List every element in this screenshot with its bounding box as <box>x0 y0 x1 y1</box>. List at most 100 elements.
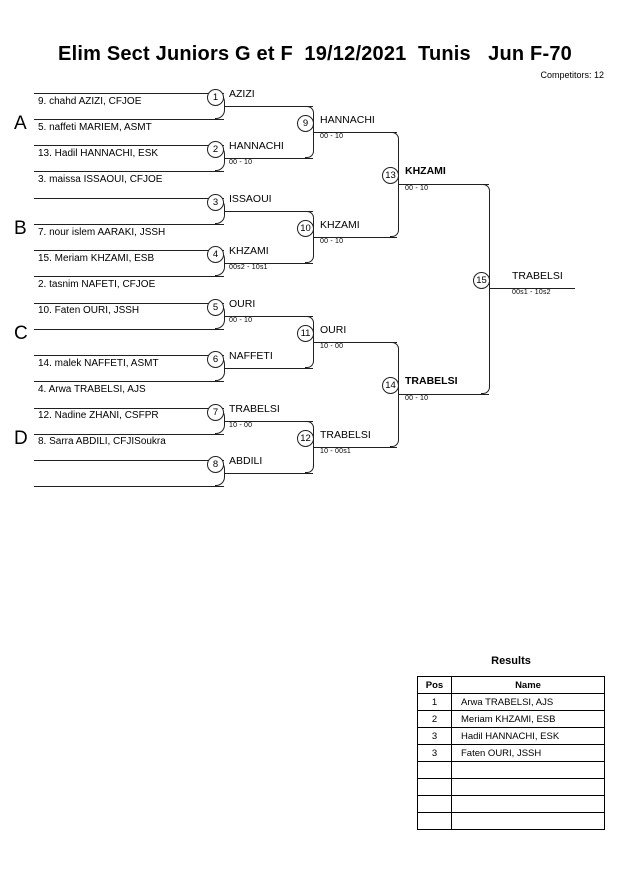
winner-name-m15: TRABELSI <box>512 270 563 282</box>
slot-line-b3 <box>34 250 224 251</box>
winner-line-m10 <box>314 237 397 238</box>
winner-name-m7: TRABELSI <box>229 403 280 415</box>
entrant-label-6: 15. Meriam KHZAMI, ESB <box>38 253 155 264</box>
result-pos: 3 <box>417 727 452 745</box>
winner-line-m6 <box>225 368 313 369</box>
slot-line-a1 <box>34 93 224 94</box>
match-circle-7[interactable]: 7 <box>207 404 224 421</box>
entrant-label-2: 5. naffeti MARIEM, ASMT <box>38 122 152 133</box>
competitors-count: Competitors: 12 <box>540 70 604 80</box>
match-circle-8[interactable]: 8 <box>207 456 224 473</box>
join-bracket-m10 <box>305 211 314 263</box>
result-name: Hadil HANNACHI, ESK <box>451 727 605 745</box>
winner-name-m13: KHZAMI <box>405 165 446 177</box>
match-circle-13[interactable]: 13 <box>382 167 399 184</box>
table-row: 2 Meriam KHZAMI, ESB <box>417 710 605 728</box>
results-title: Results <box>491 655 531 667</box>
entrant-label-1: 9. chahd AZIZI, CFJOE <box>38 96 142 107</box>
result-pos: 3 <box>417 744 452 762</box>
score-m15: 00s1 - 10s2 <box>512 289 551 296</box>
winner-name-m12: TRABELSI <box>320 429 371 441</box>
page-title: Elim Sect Juniors G et F 19/12/2021 Tuni… <box>58 43 572 65</box>
match-circle-2[interactable]: 2 <box>207 141 224 158</box>
match-circle-3[interactable]: 3 <box>207 194 224 211</box>
result-name <box>451 761 605 779</box>
match-circle-6[interactable]: 6 <box>207 351 224 368</box>
match-circle-4[interactable]: 4 <box>207 246 224 263</box>
winner-name-m8: ABDILI <box>229 455 263 467</box>
winner-name-m11: OURI <box>320 324 347 336</box>
winner-line-m15 <box>490 288 575 289</box>
winner-line-m12 <box>314 447 397 448</box>
slot-line-a2 <box>34 119 224 120</box>
result-name <box>451 778 605 796</box>
entrant-label-8: 10. Faten OURI, JSSH <box>38 305 140 316</box>
result-name: Meriam KHZAMI, ESB <box>451 710 605 728</box>
slot-line-a4 <box>34 171 224 172</box>
result-pos <box>417 778 452 796</box>
slot-line-d4 <box>34 486 224 487</box>
match-circle-1[interactable]: 1 <box>207 89 224 106</box>
results-table: Pos Name 1 Arwa TRABELSI, AJS 2 Meriam K… <box>417 676 605 830</box>
match-circle-10[interactable]: 10 <box>297 220 314 237</box>
group-letter-b: B <box>14 218 27 239</box>
entrant-label-11: 12. Nadine ZHANI, CSFPR <box>38 410 159 421</box>
winner-name-m6: NAFFETI <box>229 350 273 362</box>
slot-line-a3 <box>34 145 224 146</box>
score-m14: 00 - 10 <box>405 395 429 402</box>
result-name: Faten OURI, JSSH <box>451 744 605 762</box>
result-name: Arwa TRABELSI, AJS <box>451 693 605 711</box>
score-m9: 00 - 10 <box>320 133 344 140</box>
table-row <box>417 761 605 779</box>
winner-line-m9 <box>314 132 397 133</box>
entrant-label-5: 7. nour islem AARAKI, JSSH <box>38 227 166 238</box>
score-m2: 00 - 10 <box>229 159 253 166</box>
winner-line-m8 <box>225 473 313 474</box>
match-circle-5[interactable]: 5 <box>207 299 224 316</box>
join-bracket-m9 <box>305 106 314 158</box>
join-bracket-m13 <box>390 132 399 237</box>
result-pos: 2 <box>417 710 452 728</box>
winner-name-m10: KHZAMI <box>320 219 360 231</box>
table-row: 1 Arwa TRABELSI, AJS <box>417 693 605 711</box>
slot-line-b1 <box>34 198 224 199</box>
score-m10: 00 - 10 <box>320 238 344 245</box>
entrant-label-7: 2. tasnim NAFETI, CFJOE <box>38 279 156 290</box>
table-row <box>417 795 605 813</box>
entrant-label-10: 4. Arwa TRABELSI, AJS <box>38 384 146 395</box>
winner-name-m9: HANNACHI <box>320 114 375 126</box>
group-letter-c: C <box>14 323 28 344</box>
winner-line-m2 <box>225 158 313 159</box>
winner-line-m3 <box>225 211 313 212</box>
winner-name-m3: ISSAOUI <box>229 193 272 205</box>
slot-line-d3 <box>34 460 224 461</box>
score-m5: 00 - 10 <box>229 317 253 324</box>
score-m12: 10 - 00s1 <box>320 448 351 455</box>
match-circle-11[interactable]: 11 <box>297 325 314 342</box>
results-header-row: Pos Name <box>417 676 605 694</box>
match-circle-9[interactable]: 9 <box>297 115 314 132</box>
slot-line-d1 <box>34 408 224 409</box>
match-circle-14[interactable]: 14 <box>382 377 399 394</box>
slot-line-c4 <box>34 381 224 382</box>
table-row <box>417 778 605 796</box>
winner-name-m2: HANNACHI <box>229 140 284 152</box>
slot-line-c1 <box>34 303 224 304</box>
match-circle-12[interactable]: 12 <box>297 430 314 447</box>
entrant-label-4: 3. maissa ISSAOUI, CFJOE <box>38 174 163 185</box>
winner-line-m4 <box>225 263 313 264</box>
group-letter-d: D <box>14 428 28 449</box>
join-bracket-m14 <box>390 342 399 447</box>
result-name <box>451 795 605 813</box>
slot-line-c2 <box>34 329 224 330</box>
table-row: 3 Faten OURI, JSSH <box>417 744 605 762</box>
winner-line-m7 <box>225 421 313 422</box>
winner-name-m4: KHZAMI <box>229 245 269 257</box>
winner-line-m1 <box>225 106 313 107</box>
match-circle-15[interactable]: 15 <box>473 272 490 289</box>
entrant-label-3: 13. Hadil HANNACHI, ESK <box>38 148 159 159</box>
winner-line-m13 <box>399 184 489 185</box>
winner-line-m14 <box>399 394 489 395</box>
join-bracket-m11 <box>305 316 314 368</box>
